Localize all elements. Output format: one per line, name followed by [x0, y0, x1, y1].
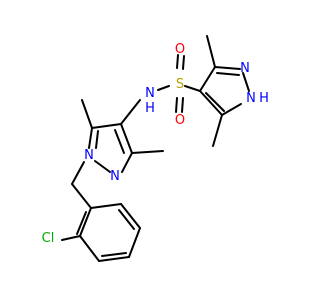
- bond-nh-c4-left: [120, 99, 141, 125]
- bond-c4-c5-right-double: [205, 92, 225, 112]
- bond-ring-3-double: [101, 252, 127, 257]
- atom-chlorine: Cl: [42, 231, 55, 246]
- bond-c3-n2-right: [214, 66, 241, 70]
- bond-c3-n2-right-double: [216, 72, 240, 76]
- bond-s-o-bottom: [175, 97, 178, 113]
- bond-n1-c5-right: [221, 103, 242, 116]
- bond-c3-methyl-left: [131, 150, 164, 154]
- bond-c4-c3-left: [120, 123, 133, 154]
- bond-c3-methyl-top: [206, 35, 216, 68]
- bond-ring-5-double: [118, 209, 135, 230]
- bond-c5-n1-left-double: [95, 130, 99, 149]
- bond-ring-2: [79, 235, 100, 262]
- bond-s-o-top: [176, 54, 179, 69]
- atom-n-right-upper: N: [240, 61, 250, 76]
- molecule-structure-diagram: N H S O O N N H N N: [42, 35, 269, 262]
- bond-c4-c5-right: [199, 90, 223, 116]
- atom-n-left-upper: N: [84, 148, 94, 163]
- atom-nh-right-lower: N: [246, 91, 256, 106]
- bond-ch2-ring: [71, 183, 92, 209]
- bond-c4-s: [184, 85, 201, 92]
- bond-n1-ch2: [71, 161, 85, 185]
- bond-s-nh: [157, 85, 170, 91]
- bond-c4-c3-right: [199, 66, 216, 92]
- atom-nh-amide: N: [145, 86, 155, 101]
- bond-n1-n2-left: [94, 160, 111, 173]
- bond-s-o-bottom-double: [181, 97, 184, 113]
- bond-ring-3: [98, 256, 130, 262]
- bond-ring-cl: [61, 235, 81, 241]
- bond-n2-c3-left: [121, 152, 133, 173]
- atom-oxygen-top: O: [175, 42, 185, 57]
- atom-labels: N H S O O N N H N N: [42, 42, 269, 246]
- atom-nh-amide-h: H: [145, 101, 155, 116]
- bond-n2-n1-right: [242, 72, 250, 92]
- bond-ring-5: [120, 203, 141, 229]
- atom-nh-right-lower-h: H: [259, 91, 269, 106]
- atom-sulfur: S: [176, 77, 184, 92]
- bond-ring-1-double: [76, 211, 87, 235]
- atom-oxygen-bottom: O: [175, 113, 185, 128]
- bond-c4-c5-left: [91, 123, 122, 129]
- bond-c4-c3-left-double: [114, 129, 125, 154]
- bond-ring-1: [79, 207, 92, 237]
- bond-ring-6: [90, 203, 122, 209]
- bond-c5-methyl-left: [81, 99, 93, 129]
- bond-s-o-top-double: [182, 55, 185, 70]
- bond-c5-methyl-bottom: [212, 114, 223, 147]
- bond-lines: [61, 35, 250, 262]
- bond-c5-n1-left: [88, 127, 93, 149]
- atom-n-left-lower: N: [110, 169, 120, 184]
- bond-ring-4: [128, 227, 141, 258]
